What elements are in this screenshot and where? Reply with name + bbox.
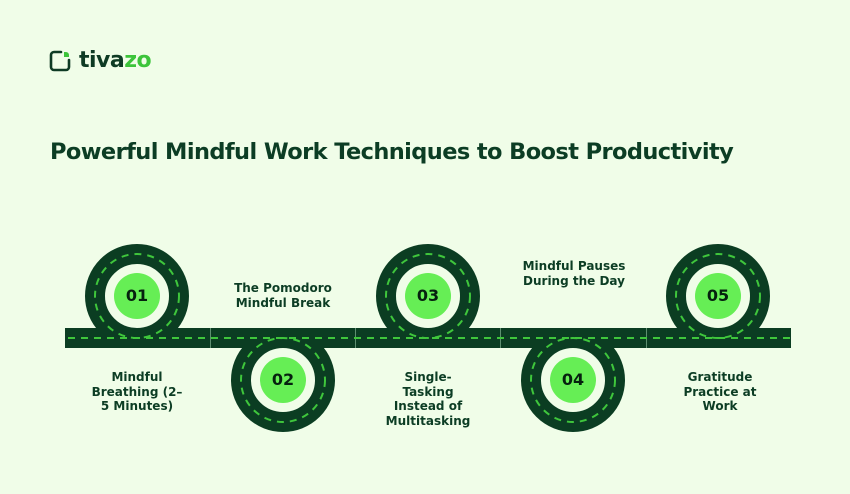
road-dashes: [68, 253, 791, 423]
step-label: Single-Tasking Instead of Multitasking: [385, 370, 471, 428]
step-number: 02: [271, 370, 295, 389]
step-number: 03: [416, 286, 440, 305]
step-number: 05: [706, 286, 730, 305]
logo-icon: [49, 50, 71, 72]
step-label: Mindful Pauses During the Day: [522, 259, 626, 288]
brand-logo[interactable]: tivazo: [49, 48, 152, 74]
number-badges: [114, 273, 741, 403]
step-label: The Pomodoro Mindful Break: [234, 281, 332, 310]
step-number: 01: [125, 286, 149, 305]
step-number: 04: [561, 370, 585, 389]
page-title: Powerful Mindful Work Techniques to Boos…: [50, 139, 734, 165]
step-label: Gratitude Practice at Work: [683, 370, 757, 413]
brand-name: tivazo: [79, 48, 152, 73]
step-label: Mindful Breathing (2–5 Minutes): [91, 370, 183, 413]
